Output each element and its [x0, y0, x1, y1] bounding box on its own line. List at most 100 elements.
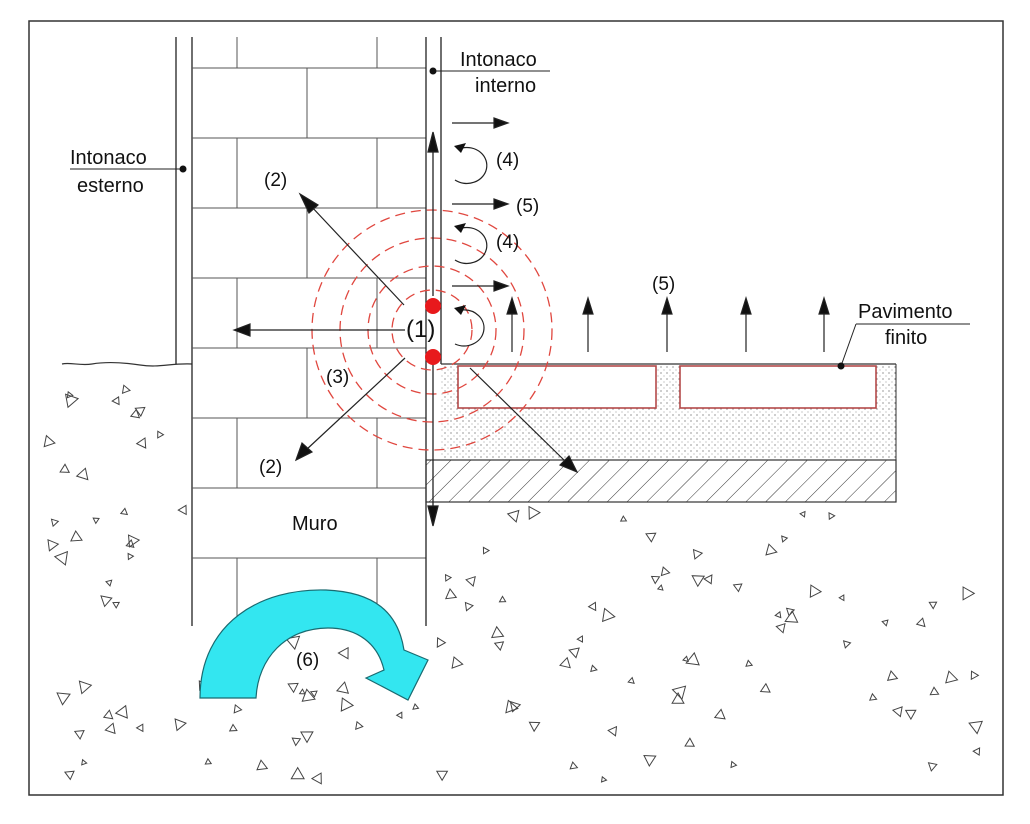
aggregate-mark: [395, 711, 403, 720]
aggregate-mark: [528, 721, 541, 733]
aggregate-mark: [53, 550, 69, 566]
aggregate-mark: [643, 754, 657, 768]
marker-2-bottom: (2): [259, 457, 282, 478]
aggregate-mark: [135, 437, 147, 449]
aggregate-mark: [745, 659, 754, 667]
marker-4-mid: (4): [496, 232, 519, 253]
floor-tile: [457, 365, 657, 409]
aggregate-mark: [774, 610, 782, 619]
aggregate-mark: [73, 730, 85, 740]
aggregate-mark: [881, 619, 889, 627]
aggregate-mark: [619, 515, 628, 522]
aggregate-mark: [127, 552, 135, 561]
label-pavimento-1: Pavimento: [858, 301, 953, 323]
aggregate-mark: [105, 579, 113, 587]
floor-evaporation-arrows: [506, 295, 830, 352]
aggregate-mark: [256, 759, 269, 771]
aggregate-mark: [310, 772, 322, 785]
aggregate-mark: [59, 463, 71, 473]
aggregate-mark: [506, 509, 520, 523]
aggregate-mark: [444, 588, 458, 600]
aggregate-mark: [482, 546, 491, 555]
aggregate-mark: [78, 680, 93, 695]
aggregate-mark: [121, 384, 131, 394]
aggregate-mark: [102, 709, 114, 720]
aggregate-mark: [627, 676, 635, 684]
label-intonaco-esterno-2: esterno: [77, 175, 144, 197]
aggregate-mark: [650, 575, 661, 585]
wall-vertical-arrows: [427, 131, 439, 527]
aggregate-mark: [785, 607, 796, 617]
aggregate-mark: [904, 709, 917, 721]
aggregate-mark: [576, 635, 584, 643]
aggregate-mark: [135, 723, 144, 733]
aggregate-mark: [775, 622, 786, 634]
aggregate-mark: [970, 670, 980, 681]
aggregate-mark: [509, 700, 522, 713]
aggregate-mark: [64, 393, 80, 409]
aggregate-mark: [713, 708, 726, 720]
aggregate-mark: [174, 718, 187, 732]
aggregate-mark: [465, 575, 476, 587]
aggregate-mark: [50, 518, 60, 528]
aggregate-mark: [886, 670, 899, 681]
aggregate-mark: [412, 703, 420, 710]
aggregate-mark: [972, 747, 981, 756]
wall-evaporation-arrows: [452, 117, 510, 292]
aggregate-mark: [104, 722, 116, 735]
aggregate-mark: [607, 725, 618, 737]
exterior-ground-line: [61, 362, 193, 367]
aggregate-mark: [444, 573, 453, 582]
aggregate-mark: [355, 720, 364, 730]
insulation-hatch: [425, 459, 897, 503]
aggregate-mark: [92, 517, 100, 525]
aggregate-mark: [569, 761, 579, 770]
aggregate-mark: [436, 637, 447, 648]
aggregate-mark: [47, 539, 60, 552]
aggregate-mark: [684, 737, 696, 747]
aggregate-mark: [842, 640, 852, 649]
leader-lines: [70, 70, 970, 367]
aggregate-mark: [927, 762, 938, 772]
aggregate-mark: [645, 532, 657, 543]
aggregate-mark: [587, 601, 597, 612]
wall-blocks: [192, 37, 427, 626]
aggregate-mark: [75, 467, 89, 481]
aggregate-mark: [692, 548, 704, 560]
aggregate-mark: [493, 641, 505, 652]
aggregate-mark: [464, 601, 474, 612]
aggregate-mark: [134, 406, 146, 418]
aggregate-mark: [298, 688, 306, 695]
aggregate-mark: [177, 504, 187, 516]
aggregate-mark: [869, 692, 878, 701]
aggregate-mark: [435, 770, 449, 782]
aggregate-mark: [671, 685, 687, 701]
aggregate-mark: [204, 757, 213, 765]
moisture-point-upper: [425, 298, 441, 314]
aggregate-mark: [945, 670, 959, 684]
aggregate-mark: [43, 434, 56, 448]
aggregate-mark: [730, 760, 738, 769]
aggregate-mark: [781, 535, 789, 543]
aggregate-mark: [968, 720, 983, 735]
marker-5-floor: (5): [652, 274, 675, 295]
aggregate-mark: [337, 646, 349, 660]
marker-3: (3): [326, 367, 349, 388]
convection-loop-heads: [454, 143, 466, 315]
drawing-frame: [28, 20, 1004, 796]
aggregate-mark: [838, 594, 845, 602]
rising-damp-arrow: [199, 589, 429, 701]
aggregate-mark: [962, 586, 976, 601]
aggregate-mark: [129, 408, 141, 419]
aggregate-mark: [291, 737, 302, 747]
aggregate-mark: [691, 575, 706, 588]
aggregate-mark: [671, 691, 685, 704]
marker-4-top: (4): [496, 150, 519, 171]
aggregate-mark: [114, 704, 128, 719]
moisture-point-lower: [425, 349, 441, 365]
aggregate-mark: [809, 584, 823, 599]
ground-aggregate: [43, 384, 983, 785]
aggregate-mark: [656, 584, 664, 591]
marker-1: (1): [406, 316, 435, 343]
